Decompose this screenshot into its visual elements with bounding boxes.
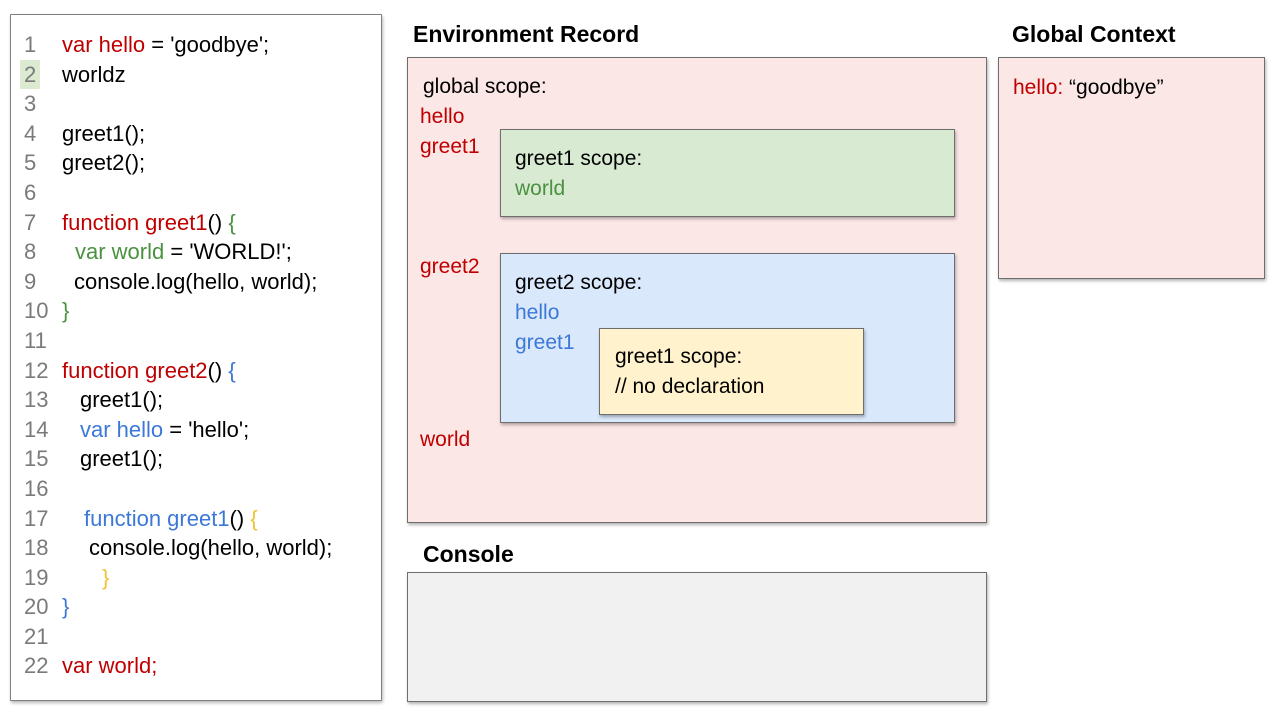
no-declaration-comment: // no declaration (615, 375, 765, 398)
line-number: 13 (24, 387, 49, 413)
console-output-box (407, 572, 987, 702)
code-line: 12 function greet2() { (11, 356, 381, 386)
line-number: 8 (24, 239, 37, 265)
code-text: function greet1() { (62, 209, 236, 235)
greet1-inner-scope-box: greet1 scope: // no declaration (599, 328, 864, 415)
code-text: worldz (62, 61, 126, 87)
code-line: 6 (11, 178, 381, 208)
scope-variable: greet1 (515, 331, 575, 354)
greet1-scope-vars: world (515, 174, 946, 204)
line-number: 6 (24, 179, 37, 205)
console-title: Console (423, 541, 514, 567)
code-line: 11 (11, 326, 381, 356)
line-number: 7 (24, 209, 37, 235)
line-number: 15 (24, 446, 49, 472)
code-line: 20} (11, 592, 381, 622)
code-line: 16 (11, 474, 381, 504)
global-context-title: Global Context (1012, 21, 1176, 47)
line-number: 11 (24, 327, 47, 353)
line-number: 1 (24, 32, 37, 57)
code-text: } (102, 564, 110, 590)
gc-entry-value: “goodbye” (1063, 76, 1164, 99)
scope-variable: world (515, 177, 566, 200)
code-text: console.log(hello, world); (89, 535, 333, 561)
global-scope-label: global scope: (423, 75, 547, 98)
line-number: 18 (24, 535, 49, 561)
code-text: function greet1() { (84, 505, 258, 531)
code-text: greet1(); (62, 120, 146, 146)
line-number: 5 (24, 150, 37, 176)
code-line: 4 greet1(); (11, 119, 381, 149)
code-text: greet1(); (80, 446, 164, 472)
greet1-scope-heading: greet1 scope: (515, 147, 643, 170)
environment-record-title: Environment Record (413, 21, 640, 47)
code-line: 3 (11, 89, 381, 119)
env-label-hello: hello (420, 105, 465, 128)
gc-entry-key: hello: (1013, 76, 1064, 99)
code-line: 5 greet2(); (11, 148, 381, 178)
global-context-entry: hello: “goodbye” (1013, 73, 1256, 103)
greet2-scope-vars: hello greet1 (515, 298, 946, 358)
code-text: var hello = 'goodbye'; (62, 32, 270, 57)
code-line: 19} (11, 563, 381, 593)
line-number: 14 (24, 416, 49, 442)
scope-variable: hello (515, 301, 560, 324)
code-text: greet1(); (80, 387, 164, 413)
code-text: var world; (62, 653, 158, 679)
line-number: 19 (24, 564, 49, 590)
line-number: 9 (24, 268, 37, 294)
code-line: 10} (11, 296, 381, 326)
code-line: 13 greet1(); (11, 385, 381, 415)
line-number: 16 (24, 475, 49, 501)
global-context-box: hello: “goodbye” (998, 57, 1265, 279)
line-number: 22 (24, 653, 49, 679)
code-text: } (62, 594, 70, 620)
env-label-world: world (420, 428, 471, 451)
greet1-scope-box: greet1 scope: world (500, 129, 955, 217)
code-text: var world = 'WORLD!'; (75, 239, 292, 265)
code-text: var hello = 'hello'; (80, 416, 250, 442)
line-number: 10 (24, 298, 49, 324)
code-line: 21 (11, 622, 381, 652)
code-line: 17 function greet1() { (11, 504, 381, 534)
env-label-greet1: greet1 (420, 135, 480, 158)
greet2-scope-heading: greet2 scope: (515, 271, 643, 294)
line-number: 3 (24, 91, 37, 117)
code-line: 7 function greet1() { (11, 208, 381, 238)
code-text: greet2(); (62, 150, 146, 176)
greet1-inner-scope-heading: greet1 scope: (615, 345, 743, 368)
code-line: 8 var world = 'WORLD!'; (11, 237, 381, 267)
line-number: 20 (24, 594, 49, 620)
line-number: 17 (24, 505, 49, 531)
code-line: 1 var hello = 'goodbye'; (11, 30, 381, 60)
code-text: } (62, 298, 70, 324)
line-number: 2 (11, 59, 60, 90)
code-line: 9 console.log(hello, world); (11, 267, 381, 297)
code-line: 14 var hello = 'hello'; (11, 415, 381, 445)
code-line: 22 var world; (11, 651, 381, 681)
line-number: 4 (24, 120, 37, 146)
line-number: 21 (24, 623, 49, 649)
code-text: console.log(hello, world); (74, 268, 318, 294)
code-line: 15 greet1(); (11, 444, 381, 474)
line-number: 12 (24, 357, 49, 383)
code-line: 18 console.log(hello, world); (11, 533, 381, 563)
code-text: function greet2() { (62, 357, 236, 383)
env-label-greet2: greet2 (420, 255, 480, 278)
